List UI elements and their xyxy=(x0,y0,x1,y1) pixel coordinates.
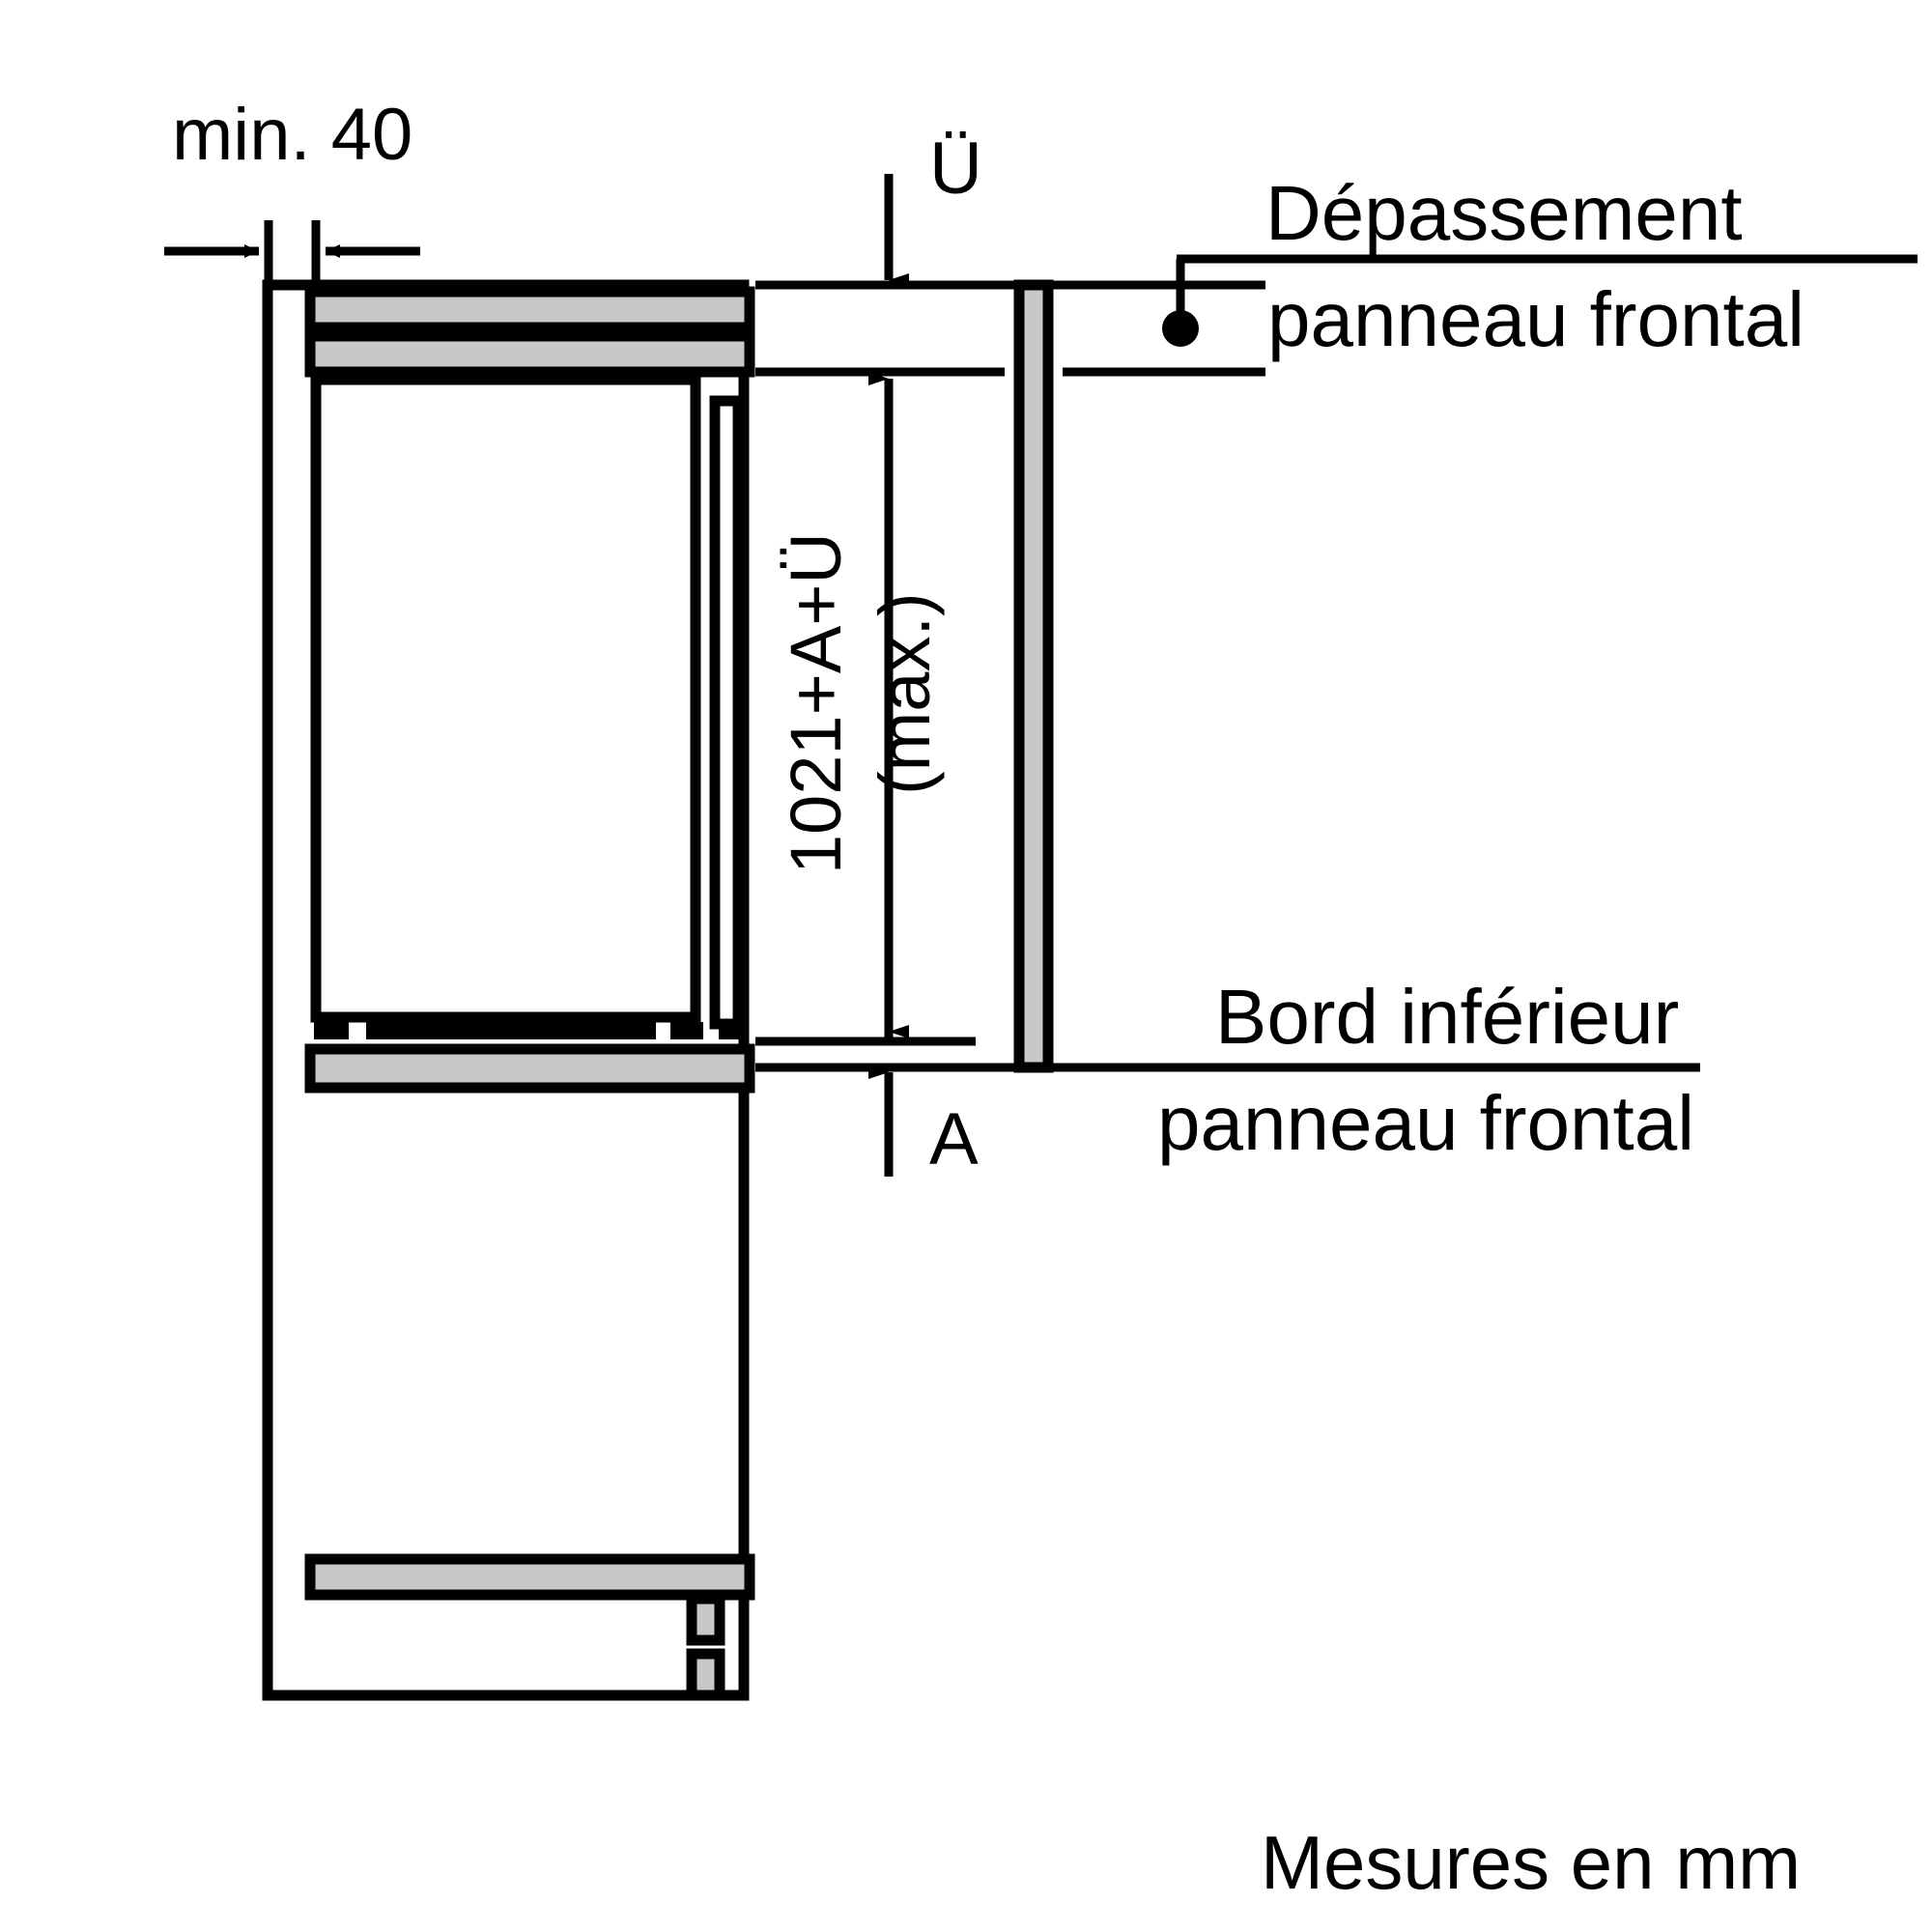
overhang-callout-leader xyxy=(1162,254,1918,347)
compartment-feet xyxy=(314,1022,744,1039)
min-gap-dimension xyxy=(164,220,420,282)
overhang-callout-line1: Dépassement xyxy=(1265,170,1743,256)
front-panel xyxy=(1013,279,1054,1073)
lower-edge-callout-line1: Bord inférieur xyxy=(1215,974,1679,1060)
appliance-outline xyxy=(262,279,750,1701)
offset-symbol-label: A xyxy=(929,1098,979,1180)
lower-edge-callout-line2: panneau frontal xyxy=(1157,1080,1694,1166)
foot-block-lower xyxy=(686,1648,725,1701)
top-bar-1 xyxy=(304,286,755,333)
min-gap-label: min. 40 xyxy=(172,94,412,176)
middle-bar xyxy=(304,1043,755,1094)
lower-bar xyxy=(304,1553,755,1601)
overhang-symbol-label: Ü xyxy=(929,128,982,210)
overhang-callout-line2: panneau frontal xyxy=(1267,276,1804,362)
height-label-line1: 1021+A+Ü xyxy=(776,532,856,874)
foot-block-upper xyxy=(686,1593,725,1646)
inner-compartment xyxy=(310,374,701,1023)
door-strip xyxy=(709,395,744,1030)
top-bar-2 xyxy=(304,330,755,378)
height-label-line2: (max.) xyxy=(865,592,945,795)
units-note: Mesures en mm xyxy=(1261,1820,1801,1905)
